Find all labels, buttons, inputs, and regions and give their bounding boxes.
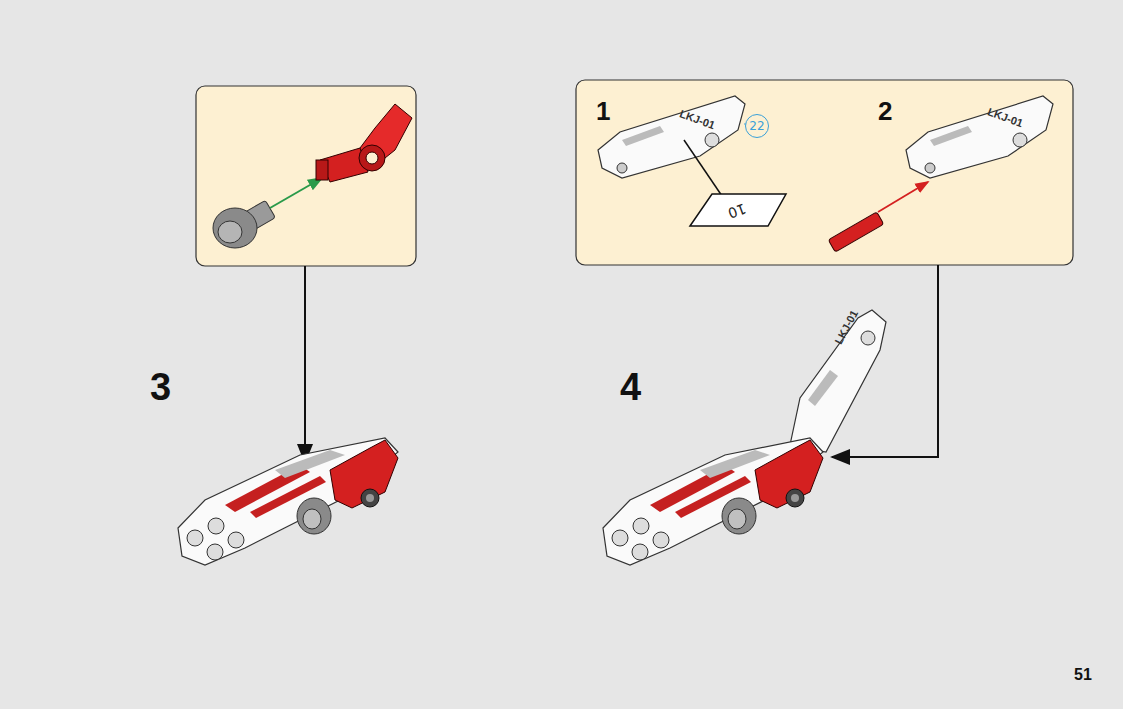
red-connector [316, 104, 412, 182]
assembly-model [178, 438, 398, 565]
red-axle [828, 212, 883, 252]
white-beam [598, 96, 745, 178]
step-number: 4 [620, 368, 641, 406]
node-text: 10 [726, 201, 748, 220]
step-number: 3 [150, 368, 171, 406]
leader-line [684, 140, 722, 196]
bush-part [213, 200, 275, 248]
sticker-label: 10 [692, 196, 782, 226]
node-text: 2 [878, 98, 892, 124]
sticker [690, 194, 786, 226]
callout-panel: 122210 [576, 80, 1073, 265]
white-beam [906, 96, 1053, 178]
assembly-model [603, 438, 823, 565]
callout-panel [576, 80, 1073, 265]
callout-circle: 22 [745, 114, 769, 138]
node-text: 22 [749, 120, 764, 132]
page-number: 51 [1074, 667, 1092, 683]
callout-panel [196, 86, 416, 266]
node-text: 1 [596, 98, 610, 124]
